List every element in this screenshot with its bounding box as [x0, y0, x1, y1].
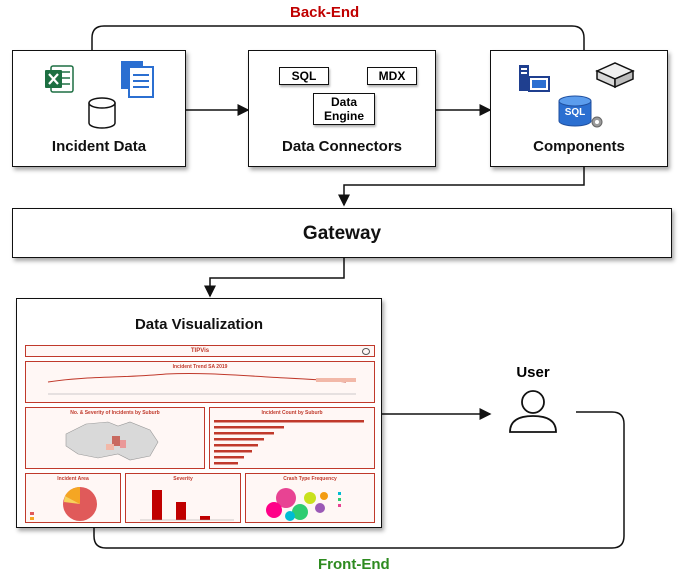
incident-data-label: Incident Data	[51, 138, 147, 155]
server-icon	[517, 63, 551, 95]
backend-label: Back-End	[290, 4, 360, 21]
incident-area-panel: Incident Area	[25, 473, 121, 523]
suburb-count-panel-title: Incident Count by Suburb	[261, 410, 323, 416]
suburb-count-panel: Incident Count by Suburb	[209, 407, 375, 469]
map-panel-title: No. & Severity of Incidents by Suburb	[70, 410, 160, 416]
documents-icon	[117, 59, 161, 99]
components-node: SQL Components	[490, 50, 668, 167]
dashboard-screenshot: TIPVis Incident Trend SA 2019 No. & Seve…	[25, 345, 375, 523]
user-label: User	[516, 364, 550, 381]
australia-map	[65, 421, 159, 461]
box-icon	[593, 59, 637, 91]
user-icon	[504, 386, 562, 436]
frontend-label: Front-End	[318, 556, 390, 573]
trend-panel-title: Incident Trend SA 2019	[172, 364, 228, 370]
dashboard-app-title: TIPVis	[190, 348, 210, 354]
sql-tag: SQL	[279, 67, 329, 85]
map-panel: No. & Severity of Incidents by Suburb	[25, 407, 205, 469]
incident-area-pie	[30, 487, 97, 521]
arrow-components-to-gateway	[338, 167, 585, 207]
data-connectors-label: Data Connectors	[281, 138, 403, 155]
dashboard-header: TIPVis	[25, 345, 375, 357]
mdx-tag: MDX	[367, 67, 417, 85]
database-icon	[87, 97, 117, 129]
gateway-label: Gateway	[302, 223, 382, 244]
crash-type-bubbles	[266, 488, 341, 521]
severity-bars	[140, 490, 234, 521]
crash-type-panel: Crash Type Frequency	[245, 473, 375, 523]
backend-bracket	[91, 25, 585, 50]
incident-data-node: Incident Data	[12, 50, 186, 167]
trend-line	[47, 372, 356, 395]
frontend-bracket	[93, 411, 625, 549]
dashboard-settings-icon	[362, 348, 370, 355]
severity-panel-title: Severity	[173, 476, 193, 482]
data-engine-tag: Data Engine	[313, 93, 375, 125]
suburb-bars	[214, 420, 364, 465]
trend-panel: Incident Trend SA 2019	[25, 361, 375, 403]
crash-type-panel-title: Crash Type Frequency	[283, 476, 337, 482]
arrow-gateway-to-dataviz	[204, 258, 345, 298]
components-label: Components	[533, 138, 625, 155]
data-connectors-node: SQL MDX Data Engine Data Connectors	[248, 50, 436, 167]
user-node: User	[490, 360, 576, 440]
gateway-node: Gateway	[12, 208, 672, 258]
data-visualization-node: Data Visualization TIPVis Incident Trend…	[16, 298, 382, 528]
sql-icon-text: SQL	[564, 107, 586, 118]
excel-icon	[43, 63, 75, 95]
incident-area-panel-title: Incident Area	[57, 476, 89, 482]
sql-database-icon: SQL	[555, 95, 605, 131]
severity-panel: Severity	[125, 473, 241, 523]
data-visualization-label: Data Visualization	[134, 316, 264, 333]
